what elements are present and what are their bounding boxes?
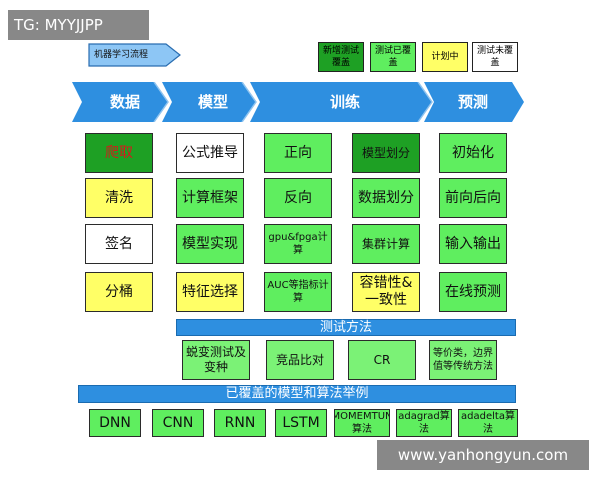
phase-predict: 预测 (457, 93, 488, 111)
cell-model-partition: 模型划分 (352, 133, 420, 173)
cell-framework: 计算框架 (176, 178, 244, 218)
cell-auc: AUC等指标计算 (264, 272, 332, 312)
cell-backward: 反向 (264, 178, 332, 218)
model-rnn: RNN (214, 409, 266, 437)
cell-init: 初始化 (439, 133, 507, 173)
cell-feature-selection: 特征选择 (176, 272, 244, 312)
covered-models-bar: 已覆盖的模型和算法举例 (78, 385, 516, 403)
test-methods-bar: 测试方法 (176, 319, 516, 336)
cell-sign: 签名 (85, 224, 153, 264)
legend-new-coverage: 新增测试覆盖 (318, 42, 364, 72)
cell-io: 输入输出 (439, 224, 507, 264)
cell-bucket: 分桶 (85, 272, 153, 312)
phase-banner (72, 82, 524, 122)
phase-train: 训练 (329, 93, 360, 111)
method-cr: CR (348, 340, 416, 380)
title-arrow-shape (88, 43, 181, 67)
cell-forward: 正向 (264, 133, 332, 173)
model-adadelta: adadelta算法 (458, 409, 518, 437)
cell-cluster-compute: 集群计算 (352, 224, 420, 264)
model-lstm: LSTM (275, 409, 327, 437)
cell-crawl: 爬取 (85, 133, 153, 173)
legend-covered: 测试已覆盖 (370, 42, 416, 72)
model-cnn: CNN (152, 409, 204, 437)
method-competitor: 竞品比对 (266, 340, 334, 380)
cell-gpu-fpga: gpu&fpga计算 (264, 224, 332, 264)
model-dnn: DNN (89, 409, 141, 437)
cell-implementation: 模型实现 (176, 224, 244, 264)
watermark-bottom: www.yanhongyun.com (377, 440, 589, 470)
method-metamorphic: 蜕变测试及变种 (182, 340, 250, 380)
cell-data-partition: 数据划分 (352, 178, 420, 218)
model-adagrad: adagrad算法 (396, 409, 452, 437)
cell-fault-tolerance: 容错性&一致性 (352, 272, 420, 312)
phase-model: 模型 (197, 93, 228, 111)
legend-planned: 计划中 (422, 42, 468, 72)
cell-clean: 清洗 (85, 178, 153, 218)
cell-forward-backward: 前向后向 (439, 178, 507, 218)
legend-uncovered: 测试未覆盖 (472, 42, 518, 72)
model-momentum: MOMEMTUN算法 (334, 409, 390, 437)
method-traditional: 等价类，边界值等传统方法 (429, 340, 497, 380)
watermark-top: TG: MYYJJPP (8, 10, 149, 40)
phase-data: 数据 (109, 93, 140, 111)
flow-title-tag: 机器学习流程 (88, 43, 181, 67)
cell-online-predict: 在线预测 (439, 272, 507, 312)
flow-title: 机器学习流程 (94, 50, 149, 60)
cell-formula: 公式推导 (176, 133, 244, 173)
